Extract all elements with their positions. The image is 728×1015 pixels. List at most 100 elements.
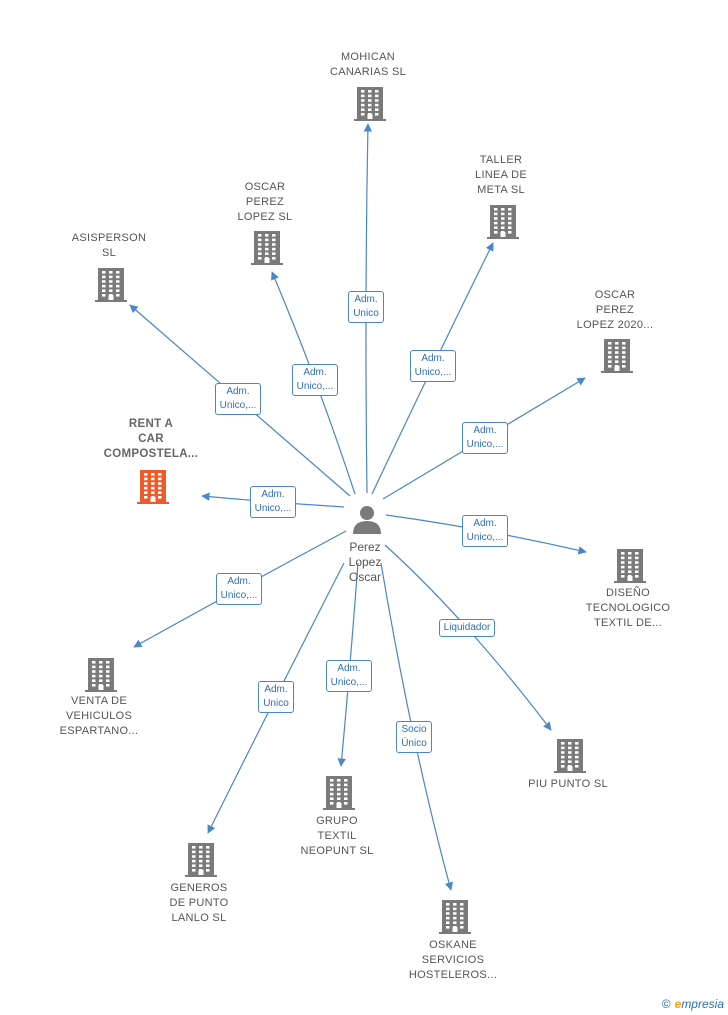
building-window: [330, 797, 334, 800]
building-icon-venta[interactable]: [85, 658, 117, 692]
company-label-oskane[interactable]: OSKANE SERVICIOS HOSTELEROS...: [408, 939, 498, 981]
building-window: [258, 257, 262, 260]
building-window: [621, 570, 625, 573]
building-icon-piu[interactable]: [554, 739, 586, 773]
building-window: [151, 473, 155, 476]
building-icon-mohican[interactable]: [354, 87, 386, 121]
building-window: [508, 208, 512, 211]
building-window: [508, 226, 512, 229]
company-label-diseno[interactable]: DISEÑO TECNOLOGICO TEXTIL DE...: [585, 587, 671, 629]
footer-brand[interactable]: © empresia: [662, 997, 724, 1011]
building-window: [375, 99, 379, 102]
building-window: [116, 284, 120, 288]
building-window: [628, 565, 632, 569]
edge-label-asisperson[interactable]: Adm. Unico,...: [214, 383, 262, 415]
edge-label-oskane[interactable]: Socio Único: [396, 721, 432, 753]
building-base: [185, 875, 217, 877]
building-window: [635, 561, 639, 564]
building-window: [453, 903, 457, 906]
building-window: [109, 271, 113, 274]
building-window: [375, 113, 379, 116]
building-window: [561, 742, 565, 745]
building-window: [337, 779, 341, 782]
icons-layer: [85, 87, 646, 934]
building-window: [99, 679, 103, 682]
company-label-mohican[interactable]: MOHICAN CANARIAS SL: [329, 51, 407, 78]
company-label-oscar_sl[interactable]: OSCAR PEREZ LOPEZ SL: [237, 181, 293, 223]
edge-label-rentacar[interactable]: Adm. Unico,...: [249, 486, 297, 518]
building-icon-grupo[interactable]: [323, 776, 355, 810]
edge-label-diseno[interactable]: Adm. Unico,...: [461, 515, 509, 547]
company-label-rentacar[interactable]: RENT A CAR COMPOSTELA...: [103, 418, 199, 460]
company-label-venta[interactable]: VENTA DE VEHICULOS ESPARTANO...: [59, 695, 139, 737]
building-door: [198, 870, 204, 875]
building-window: [361, 94, 365, 98]
building-icon-oscar_2020[interactable]: [601, 339, 633, 373]
company-label-grupo[interactable]: GRUPO TEXTIL NEOPUNT SL: [300, 815, 374, 857]
company-label-generos[interactable]: GENEROS DE PUNTO LANLO SL: [169, 882, 229, 924]
building-icon-diseno[interactable]: [614, 549, 646, 583]
building-icon-taller[interactable]: [487, 205, 519, 239]
building-window: [151, 491, 155, 494]
building-window: [621, 575, 625, 578]
edge-label-taller[interactable]: Adm. Unico,...: [409, 350, 457, 382]
edge-label-grupo[interactable]: Adm. Unico,...: [325, 660, 373, 692]
building-window: [265, 243, 269, 246]
building-window: [568, 746, 572, 750]
building-window: [144, 491, 148, 494]
building-window: [258, 238, 262, 242]
building-window: [144, 482, 148, 485]
building-window: [628, 552, 632, 555]
building-window: [575, 742, 579, 745]
person-icon[interactable]: [353, 506, 381, 534]
building-window: [265, 247, 269, 251]
building-window: [561, 751, 565, 754]
building-base: [487, 237, 519, 239]
building-window: [330, 792, 334, 796]
building-window: [446, 912, 450, 915]
person-label[interactable]: Perez Lopez Oscar: [348, 540, 382, 584]
building-window: [608, 360, 612, 363]
edge-label-venta[interactable]: Adm. Unico,...: [215, 573, 263, 605]
building-window: [501, 217, 505, 220]
building-icon-asisperson[interactable]: [95, 268, 127, 302]
building-door: [150, 497, 156, 502]
edge-label-generos[interactable]: Adm. Unico: [258, 681, 294, 713]
building-door: [336, 803, 342, 808]
building-window: [622, 365, 626, 368]
building-window: [192, 855, 196, 858]
building-window: [568, 755, 572, 759]
building-window: [453, 921, 457, 924]
edge-label-piu[interactable]: Liquidador: [438, 619, 496, 637]
building-window: [446, 903, 450, 906]
building-window: [158, 496, 162, 499]
company-label-piu[interactable]: PIU PUNTO SL: [528, 778, 608, 790]
building-window: [272, 252, 276, 255]
building-window: [608, 355, 612, 359]
company-label-oscar_2020[interactable]: OSCAR PEREZ LOPEZ 2020...: [576, 289, 654, 331]
company-label-asisperson[interactable]: ASISPERSON SL: [71, 232, 147, 259]
building-window: [265, 252, 269, 255]
building-window: [158, 482, 162, 485]
building-window: [272, 243, 276, 246]
building-window: [561, 746, 565, 750]
building-icon-oscar_sl[interactable]: [251, 231, 283, 265]
company-label-taller[interactable]: TALLER LINEA DE META SL: [475, 154, 527, 196]
building-window: [151, 477, 155, 481]
building-window: [615, 346, 619, 350]
edge-label-oscar_2020[interactable]: Adm. Unico,...: [461, 422, 509, 454]
building-window: [361, 90, 365, 93]
building-icon-rentacar[interactable]: [137, 470, 169, 504]
building-window: [628, 570, 632, 573]
building-window: [375, 108, 379, 111]
edge-label-oscar_sl[interactable]: Adm. Unico,...: [291, 364, 339, 396]
building-window: [615, 355, 619, 359]
building-base: [251, 263, 283, 265]
building-window: [206, 869, 210, 872]
edge-label-mohican[interactable]: Adm. Unico: [348, 291, 384, 323]
building-base: [137, 502, 169, 504]
building-icon-generos[interactable]: [185, 843, 217, 877]
building-icon-oskane[interactable]: [439, 900, 471, 934]
building-window: [337, 797, 341, 800]
